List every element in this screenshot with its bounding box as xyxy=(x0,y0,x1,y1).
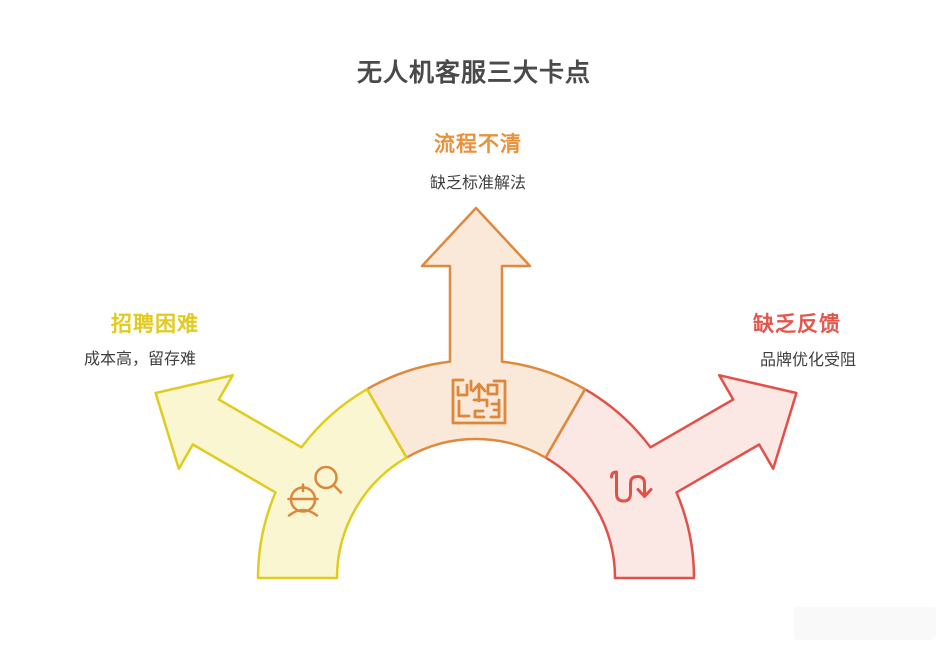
diagram-title: 无人机客服三大卡点 xyxy=(356,59,591,87)
branch-shape-process xyxy=(365,206,587,459)
worker-search-icon xyxy=(287,465,343,517)
uturn-arrow-icon xyxy=(610,470,653,503)
watermark xyxy=(794,607,936,640)
maze-icon xyxy=(451,378,507,425)
branch-subtitle-process: 缺乏标准解法 xyxy=(429,175,527,192)
branch-shape-feedback xyxy=(544,373,798,580)
branch-title-recruitment: 招聘困难 xyxy=(111,313,199,336)
branch-shape-recruitment xyxy=(154,373,408,580)
branch-title-process: 流程不清 xyxy=(434,133,522,156)
branch-subtitle-recruitment: 成本高，留存难 xyxy=(83,351,197,368)
branch-title-feedback: 缺乏反馈 xyxy=(753,313,841,336)
branch-subtitle-feedback: 品牌优化受阻 xyxy=(759,352,857,369)
